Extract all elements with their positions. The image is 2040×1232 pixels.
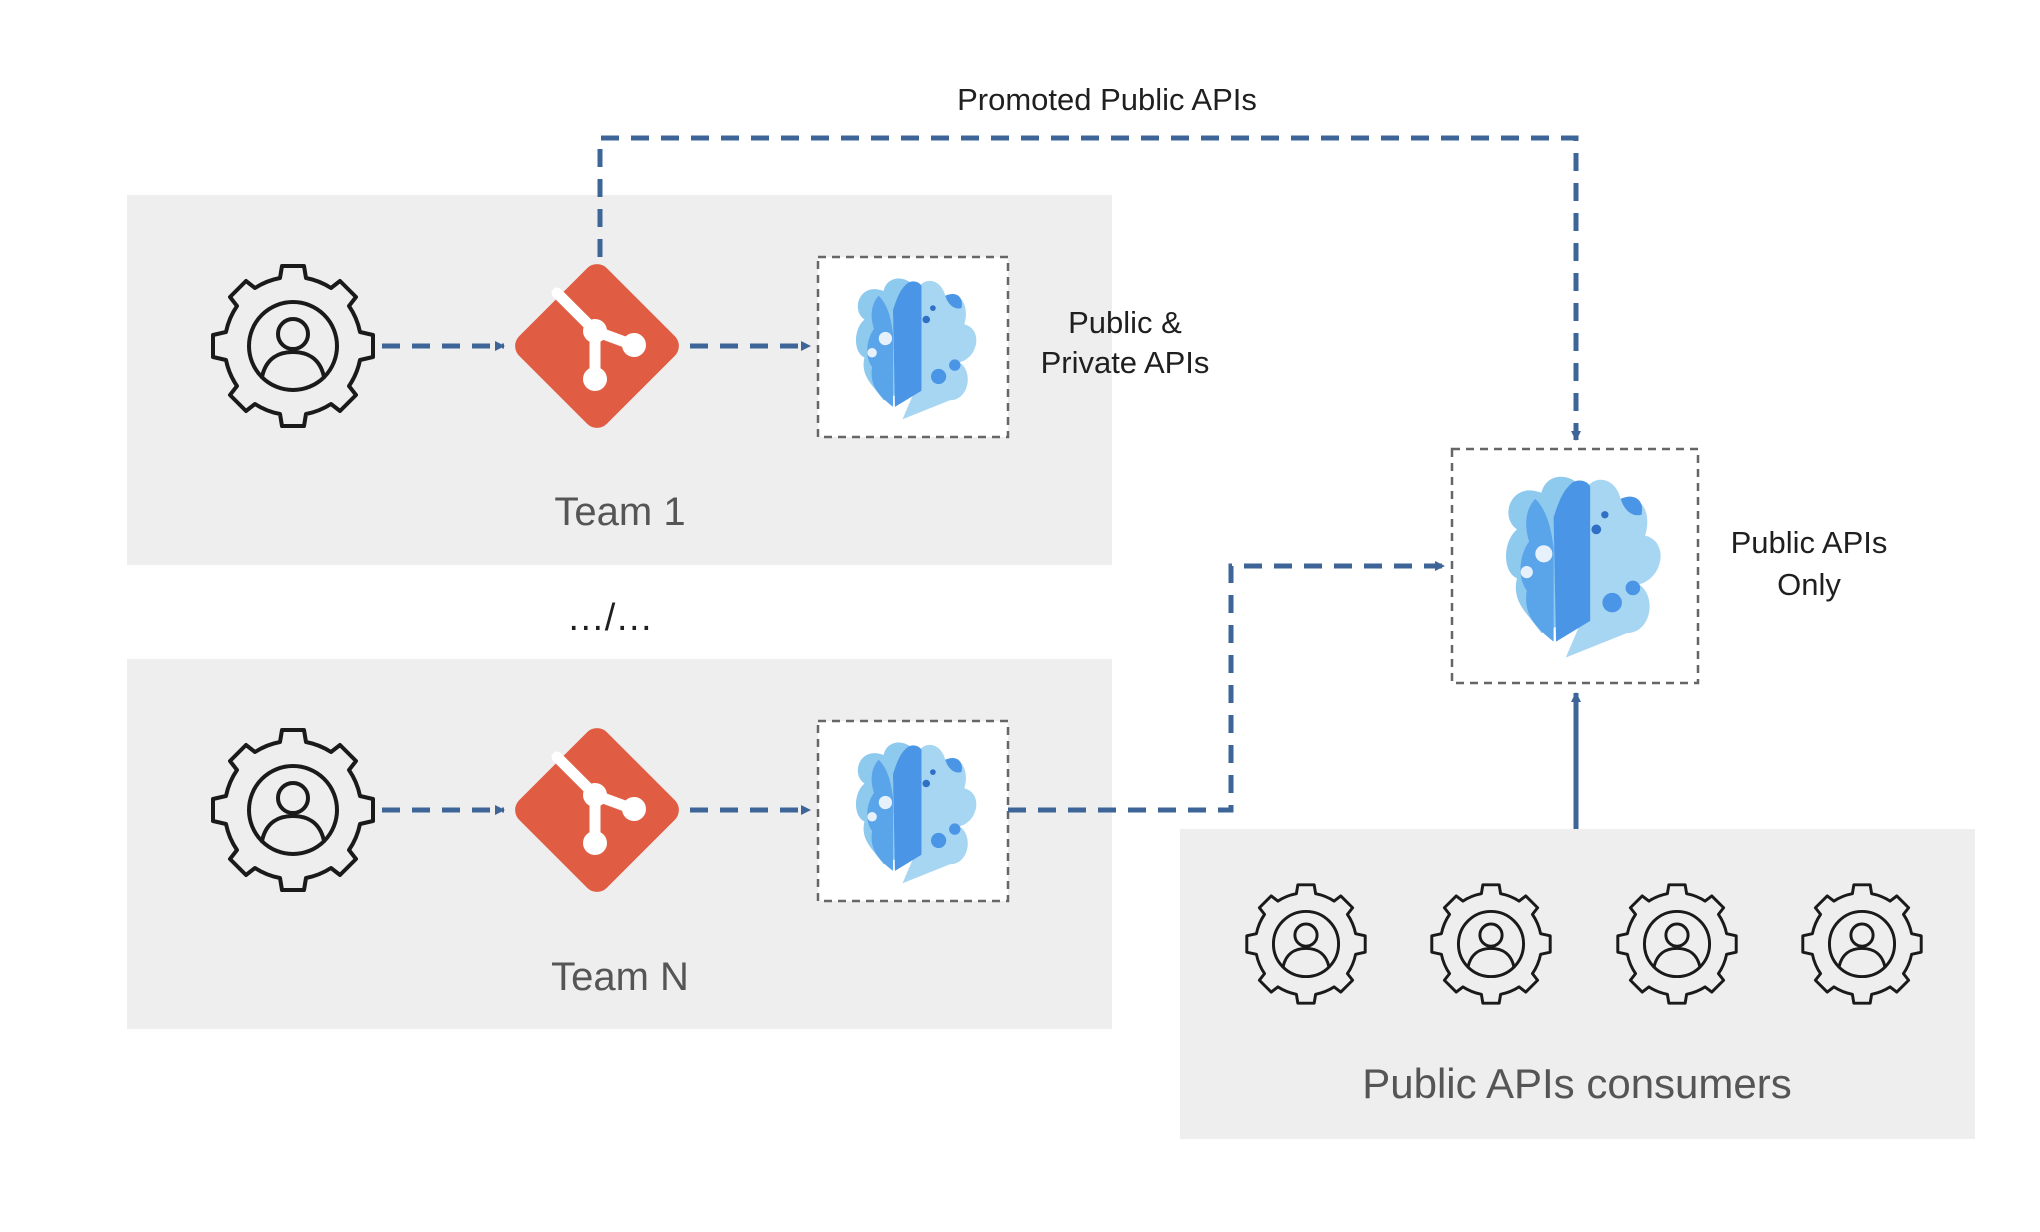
team-1-apis-label-line2: Private APIs bbox=[1041, 345, 1210, 380]
team-1-label: Team 1 bbox=[554, 490, 685, 534]
public-only-label-line2: Only bbox=[1777, 567, 1841, 602]
promoted-apis-label: Promoted Public APIs bbox=[957, 82, 1257, 117]
team-n-to-public-gateway-connector bbox=[1008, 561, 1445, 813]
consumers-label: Public APIs consumers bbox=[1362, 1060, 1792, 1107]
team-n-label: Team N bbox=[551, 955, 689, 999]
consumers-panel bbox=[1180, 829, 1975, 1139]
team-1-apis-label-line1: Public & bbox=[1068, 305, 1182, 340]
team-separator-label: …/… bbox=[567, 597, 654, 639]
public-only-label-line1: Public APIs bbox=[1731, 525, 1888, 560]
promoted-apis-connector bbox=[597, 135, 1581, 441]
